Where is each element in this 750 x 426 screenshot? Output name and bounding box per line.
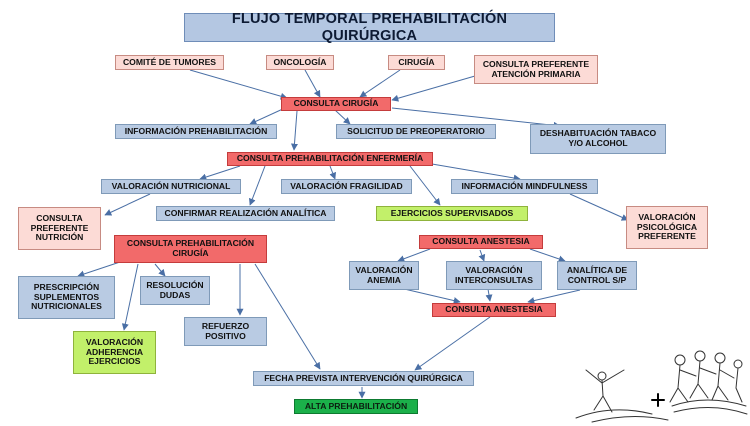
node-consulta-atencion-primaria: CONSULTA PREFERENTE ATENCIÓN PRIMARIA [474, 55, 598, 84]
arrow-atencion-primaria-to-consulta-cirugia [391, 75, 476, 102]
node-consulta-anestesia-2: CONSULTA ANESTESIA [432, 303, 556, 317]
node-valoracion-psicologica: VALORACIÓN PSICOLÓGICA PREFERENTE [626, 206, 708, 249]
node-alta-prehabilitacion: ALTA PREHABILITACIÓN [294, 399, 418, 414]
node-fecha-prevista-intervencion: FECHA PREVISTA INTERVENCIÓN QUIRÚRGICA [253, 371, 474, 386]
arrow-to-informacion-prehab [249, 107, 286, 125]
node-informacion-mindfulness: INFORMACIÓN MINDFULNESS [451, 179, 598, 194]
node-valoracion-fragilidad: VALORACIÓN FRAGILIDAD [281, 179, 412, 194]
arrow-comite-to-consulta-cirugia [189, 69, 288, 100]
arrow-anemia-to-anestesia-2 [399, 287, 461, 304]
arrow-to-ejercicios [409, 165, 441, 206]
node-consulta-anestesia-1: CONSULTA ANESTESIA [419, 235, 543, 249]
arrow-to-analitica-control [529, 248, 566, 263]
arrow-anestesia-2-to-fecha [414, 316, 491, 371]
arrow-to-deshabituacion [391, 107, 561, 129]
node-consulta-prehab-cirugia: CONSULTA PREHABILITACIÓN CIRUGÍA [114, 235, 267, 263]
node-consulta-prehab-enfermeria: CONSULTA PREHABILITACIÓN ENFERMERÍA [227, 152, 433, 166]
arrow-to-val-nutricional [199, 165, 241, 181]
arrow-cirugia-to-consulta-cirugia [359, 69, 401, 98]
arrow-to-val-adherencia [121, 263, 139, 331]
arrow-to-info-mindfulness [431, 163, 521, 182]
arrow-to-solicitud-preop [334, 109, 351, 125]
node-valoracion-interconsultas: VALORACIÓN INTERCONSULTAS [446, 261, 542, 290]
node-valoracion-nutricional: VALORACIÓN NUTRICIONAL [101, 179, 241, 194]
node-valoracion-anemia: VALORACIÓN ANEMIA [349, 261, 419, 290]
arrow-analitica-to-anestesia-2 [527, 289, 581, 304]
arrow-to-val-anemia [397, 248, 431, 263]
arrow-to-resolucion [154, 263, 166, 277]
arrow-to-prescripcion [77, 261, 121, 278]
arrow-to-consulta-enfermeria [290, 110, 298, 151]
node-deshabituacion-tabaco: DESHABITUACIÓN TABACO Y/O ALCOHOL [530, 124, 666, 154]
arrow-to-val-fragilidad [329, 165, 337, 180]
node-analitica-control: ANALÍTICA DE CONTROL S/P [557, 261, 637, 290]
node-refuerzo-positivo: REFUERZO POSITIVO [184, 317, 267, 346]
node-oncologia: ONCOLOGÍA [266, 55, 334, 70]
node-ejercicios-supervisados: EJERCICIOS SUPERVISADOS [376, 206, 528, 221]
node-resolucion-dudas: RESOLUCIÓN DUDAS [140, 276, 210, 305]
cartoon-figures-illustration [575, 350, 748, 423]
arrow-to-consulta-nutricion [104, 193, 151, 216]
node-valoracion-adherencia: VALORACIÓN ADHERENCIA EJERCICIOS [73, 331, 156, 374]
node-consulta-cirugia: CONSULTA CIRUGÍA [281, 97, 391, 111]
node-prescripcion-suplementos: PRESCRIPCIÓN SUPLEMENTOS NUTRICIONALES [18, 276, 115, 319]
arrow-to-confirmar-analitica [248, 165, 266, 206]
arrow-prehab-cirugia-to-fecha [254, 263, 321, 370]
node-cirugia: CIRUGÍA [388, 55, 445, 70]
node-solicitud-preoperatorio: SOLICITUD DE PREOPERATORIO [336, 124, 496, 139]
arrow-oncologia-to-consulta-cirugia [304, 69, 321, 98]
page-title: FLUJO TEMPORAL PREHABILITACIÓN QUIRÚRGIC… [184, 11, 555, 44]
arrow-to-val-interconsultas [478, 249, 486, 262]
node-informacion-prehabilitacion: INFORMACIÓN PREHABILITACIÓN [115, 124, 277, 139]
node-confirmar-analitica: CONFIRMAR REALIZACIÓN ANALÍTICA [156, 206, 335, 221]
node-consulta-preferente-nutricion: CONSULTA PREFERENTE NUTRICIÓN [18, 207, 101, 250]
node-comite-tumores: COMITÉ DE TUMORES [115, 55, 224, 70]
arrow-interconsultas-to-anestesia-2 [485, 288, 493, 302]
arrow-to-val-psicologica [569, 193, 629, 221]
